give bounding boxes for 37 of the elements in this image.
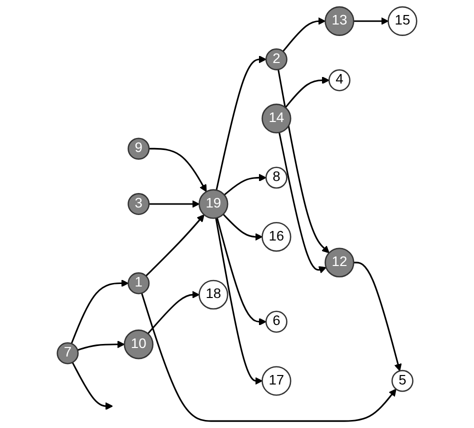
node-circle: 12	[324, 248, 354, 278]
node-circle: 1	[128, 272, 150, 294]
arrow	[215, 218, 263, 385]
arrow	[148, 148, 207, 192]
node-circle: 18	[198, 280, 228, 310]
arrow	[147, 290, 200, 334]
arrow	[278, 69, 330, 254]
arrow	[141, 292, 396, 422]
node-circle: 17	[262, 366, 292, 396]
node-circle: 19	[198, 189, 228, 219]
arrow	[284, 76, 330, 108]
node-circle: 5	[391, 370, 414, 392]
arrow	[72, 362, 113, 410]
node-circle: 16	[262, 222, 292, 252]
arrow	[224, 174, 266, 196]
arrow	[216, 56, 266, 190]
node-circle: 7	[56, 342, 79, 364]
node-circle: 8	[265, 166, 288, 189]
node-circle: 10	[124, 330, 154, 360]
node-circle: 6	[265, 310, 288, 333]
node-circle: 9	[128, 138, 150, 160]
arrow	[354, 262, 402, 372]
arrow	[222, 214, 263, 241]
arrow	[278, 132, 326, 274]
arrow	[77, 340, 125, 351]
arrow	[70, 279, 129, 344]
node-circle: 2	[265, 48, 288, 70]
arrow	[282, 17, 326, 52]
arrow	[216, 218, 266, 326]
node-circle: 13	[324, 6, 354, 36]
node-circle: 4	[328, 69, 350, 92]
node-circle: 14	[262, 104, 292, 134]
arrow	[145, 214, 204, 277]
node-circle: 3	[128, 193, 150, 216]
arrow	[354, 17, 389, 25]
arrow	[148, 200, 200, 208]
node-circle: 15	[388, 6, 418, 36]
